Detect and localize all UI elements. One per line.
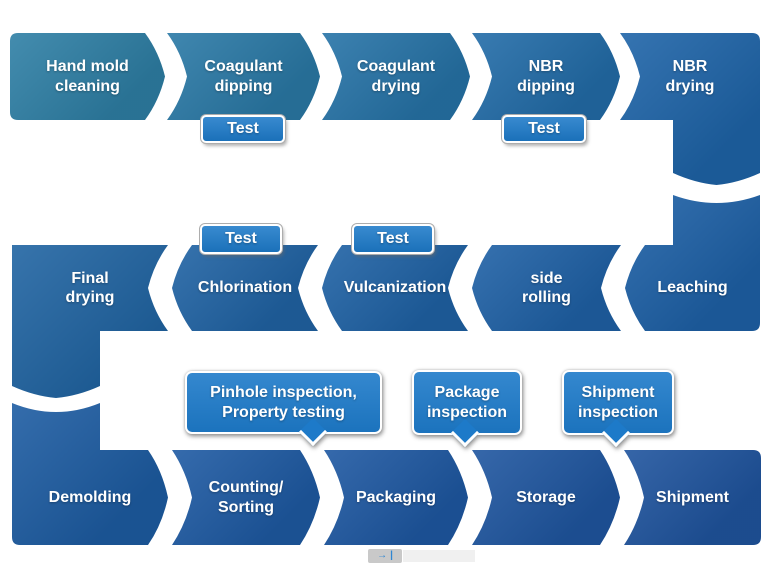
step-label: Counting/ Sorting <box>208 479 284 516</box>
step-label: Final drying <box>65 269 115 306</box>
step-shipment: Shipment <box>624 450 761 545</box>
step-label: Shipment <box>656 488 729 506</box>
step-demolding: Demolding <box>12 403 168 545</box>
step-final-drying: Final drying <box>12 245 168 398</box>
step-label: NBR drying <box>665 58 715 95</box>
step-nbr-dipping: NBR dipping <box>472 33 620 120</box>
callout-pinhole-property-testing: Pinhole inspection, Property testing <box>185 371 382 447</box>
callout-label: Shipment inspection <box>577 383 658 421</box>
test-badge-vulcanization: Test <box>352 224 434 254</box>
step-vulcanization: Vulcanization <box>322 245 468 331</box>
test-badge-label: Test <box>528 120 560 137</box>
test-badge-chlorination: Test <box>200 224 282 254</box>
test-badge-label: Test <box>227 120 259 137</box>
step-coagulant-dipping: Coagulant dipping <box>167 33 320 120</box>
callout-label: Package inspection <box>426 383 507 421</box>
step-label: Vulcanization <box>343 279 447 297</box>
callout-label: Pinhole inspection, Property testing <box>210 383 357 421</box>
step-coagulant-drying: Coagulant drying <box>322 33 470 120</box>
step-label: Chlorination <box>197 279 293 297</box>
test-badge-nbr-dipping: Test <box>502 115 586 143</box>
test-badge-label: Test <box>225 230 257 247</box>
step-label: Leaching <box>657 279 728 297</box>
step-side-rolling: side rolling <box>472 245 621 331</box>
step-label: Storage <box>516 488 576 506</box>
step-label: side rolling <box>522 269 571 306</box>
step-chlorination: Chlorination <box>172 245 318 331</box>
arrow-right-icon[interactable]: → <box>377 550 388 561</box>
test-badge-coagulant-dipping: Test <box>201 115 285 143</box>
step-label: Demolding <box>48 488 132 506</box>
step-packaging: Packaging <box>324 450 468 545</box>
footer-artifact-pill[interactable]: → | <box>368 549 402 563</box>
step-counting-sorting: Counting/ Sorting <box>172 450 320 545</box>
step-label: Coagulant dipping <box>204 58 283 95</box>
test-badge-label: Test <box>377 230 409 247</box>
step-label: Hand mold cleaning <box>46 58 129 95</box>
callout-shipment-inspection: Shipment inspection <box>562 370 674 448</box>
step-storage: Storage <box>472 450 620 545</box>
step-label: Coagulant drying <box>356 58 436 95</box>
step-leaching: Leaching <box>625 195 760 331</box>
footer-artifact-bar <box>403 550 475 562</box>
step-label: NBR dipping <box>517 58 575 95</box>
step-hand-mold-cleaning: Hand mold cleaning <box>10 33 165 120</box>
step-label: Packaging <box>355 488 437 506</box>
callout-package-inspection: Package inspection <box>412 370 522 448</box>
text-cursor-icon: | <box>390 550 393 561</box>
step-nbr-drying: NBR drying <box>620 33 760 185</box>
